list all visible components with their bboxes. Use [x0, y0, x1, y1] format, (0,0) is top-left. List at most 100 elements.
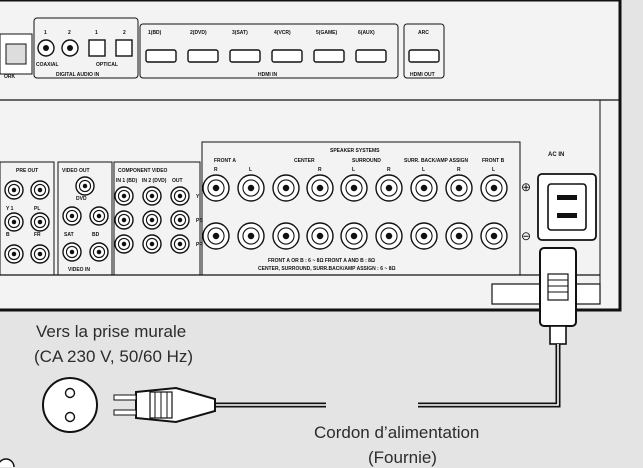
pre-out-jack-4-core — [37, 251, 43, 257]
speaker-jack-plus-9-core — [490, 184, 498, 192]
coaxial-number-1: 1 — [44, 30, 47, 36]
ac-inlet-pin-bottom — [557, 213, 577, 218]
speaker-frame — [201, 141, 521, 276]
power-cord — [215, 344, 561, 408]
component-jack-1-2-ring — [117, 213, 131, 227]
coaxial-label: COAXIAL — [36, 62, 59, 68]
network-port[interactable] — [5, 43, 27, 65]
video-out-label: VIDEO OUT — [62, 168, 90, 174]
speaker-jack-plus-2-core — [247, 184, 255, 192]
component-out-label: OUT — [172, 178, 183, 184]
component-y-label: Y — [196, 194, 200, 200]
video-jack-1-core — [82, 183, 88, 189]
video-jack-5-core — [96, 249, 102, 255]
pre-out-jack-3-core — [11, 251, 17, 257]
component-jack-3-2-core — [177, 217, 183, 223]
speaker-jack-plus-9-ring — [485, 179, 503, 197]
speaker-group-2: CENTER — [294, 158, 315, 164]
video-jack-4-ring — [65, 245, 79, 259]
hdmi-input-port-4[interactable] — [271, 49, 303, 63]
optical-jack-1[interactable] — [88, 39, 106, 57]
speaker-jack-plus-3-core — [282, 184, 290, 192]
hdmi-input-port-6[interactable] — [355, 49, 387, 63]
hdmi-input-port-3[interactable] — [229, 49, 261, 63]
component-frame — [113, 161, 201, 276]
speaker-note-2: CENTER, SURROUND, SURR.BACK/AMP ASSIGN :… — [258, 266, 396, 272]
speaker-jack-minus-3-ring — [277, 227, 295, 245]
speaker-jack-plus-6-core — [385, 184, 393, 192]
optical-jack-2[interactable] — [115, 39, 133, 57]
video-jack-3-core — [96, 213, 102, 219]
outlet-caption-line1: Vers la prise murale — [36, 322, 187, 341]
speaker-jack-minus-6-core — [385, 232, 393, 240]
pre-out-jack-2-core — [37, 187, 43, 193]
ac-inlet-socket[interactable] — [547, 183, 587, 231]
wall-plug-body — [135, 386, 216, 424]
ac-plug-grip — [547, 273, 569, 301]
video-jack-2-core — [69, 213, 75, 219]
speaker-channel-9: L — [492, 167, 495, 173]
hdmi-input-label-5: 5(GAME) — [316, 30, 337, 36]
network-label: ORK — [4, 74, 16, 80]
wall-outlet — [42, 377, 98, 433]
speaker-jack-minus-5-ring — [345, 227, 363, 245]
coaxial-jack-1-core — [43, 45, 49, 51]
hdmi-input-port-5[interactable] — [313, 49, 345, 63]
video-jack-3-ring — [92, 209, 106, 223]
power-cord-highlight — [215, 344, 559, 406]
pre-out-jack-4-ring — [33, 247, 47, 261]
hdmi-input-port-1[interactable] — [145, 49, 177, 63]
speaker-jack-minus-2-core — [247, 232, 255, 240]
cord-caption-line1: Cordon d’alimentation — [314, 423, 480, 442]
speaker-jack-minus-1-core — [212, 232, 220, 240]
hdmi-input-port-2[interactable] — [187, 49, 219, 63]
speaker-title: SPEAKER SYSTEMS — [330, 148, 380, 154]
speaker-jack-plus-5-ring — [345, 179, 363, 197]
speaker-jack-plus-6-ring — [380, 179, 398, 197]
speaker-jack-plus-2-ring — [242, 179, 260, 197]
component-jack-1-1-ring — [117, 189, 131, 203]
speaker-jack-minus-7-core — [420, 232, 428, 240]
speaker-jack-plus-8-core — [455, 184, 463, 192]
speaker-jack-plus-4-ring — [311, 179, 329, 197]
speaker-jack-plus-7-ring — [415, 179, 433, 197]
component-jack-3-1-core — [177, 193, 183, 199]
speaker-group-4: SURR. BACK/AMP ASSIGN — [404, 158, 469, 164]
cord-break — [326, 401, 418, 409]
speaker-jack-plus-1-core — [212, 184, 220, 192]
video-jack-2-ring — [65, 209, 79, 223]
speaker-group-5: FRONT B — [482, 158, 505, 164]
component-jack-1-2-core — [121, 217, 127, 223]
pre-out-channel-pl: PL — [34, 206, 40, 212]
hdmi-input-label-6: 6(AUX) — [358, 30, 375, 36]
speaker-jack-minus-5-core — [350, 232, 358, 240]
component-jack-2-3-ring — [145, 237, 159, 251]
speaker-jack-minus-4-core — [316, 232, 324, 240]
speaker-channel-7: L — [422, 167, 425, 173]
cord-caption-line2: (Fournie) — [368, 448, 437, 467]
speaker-jack-plus-4-core — [316, 184, 324, 192]
video-jack-4-core — [69, 249, 75, 255]
hdmi-out-frame — [403, 23, 445, 79]
hdmi-out-port[interactable] — [408, 49, 440, 63]
speaker-jack-minus-6-ring — [380, 227, 398, 245]
speaker-note-1: FRONT A OR B : 6 ~ 8Ω FRONT A AND B : 8Ω — [268, 258, 375, 264]
hdmi-out-title: HDMI OUT — [410, 72, 435, 78]
speaker-jack-minus-8-core — [455, 232, 463, 240]
pre-out-channel-fr: FR — [34, 232, 41, 238]
speaker-jack-minus-3-core — [282, 232, 290, 240]
speaker-jack-plus-1-ring — [207, 179, 225, 197]
speaker-jack-plus-7-core — [420, 184, 428, 192]
pre-out-channel-b: B — [6, 232, 10, 238]
outlet-caption-line2: (CA 230 V, 50/60 Hz) — [34, 347, 194, 366]
component-jack-1-1-core — [121, 193, 127, 199]
component-jack-2-1-ring — [145, 189, 159, 203]
coaxial-number-2: 2 — [68, 30, 71, 36]
pre-out-jack-1-ring — [7, 183, 21, 197]
component-pr-label: PR — [196, 242, 203, 248]
speaker-jack-minus-7-ring — [415, 227, 433, 245]
component-jack-1-3-ring — [117, 237, 131, 251]
pre-out-jack-1-core — [11, 187, 17, 193]
speaker-jack-plus-3-ring — [277, 179, 295, 197]
